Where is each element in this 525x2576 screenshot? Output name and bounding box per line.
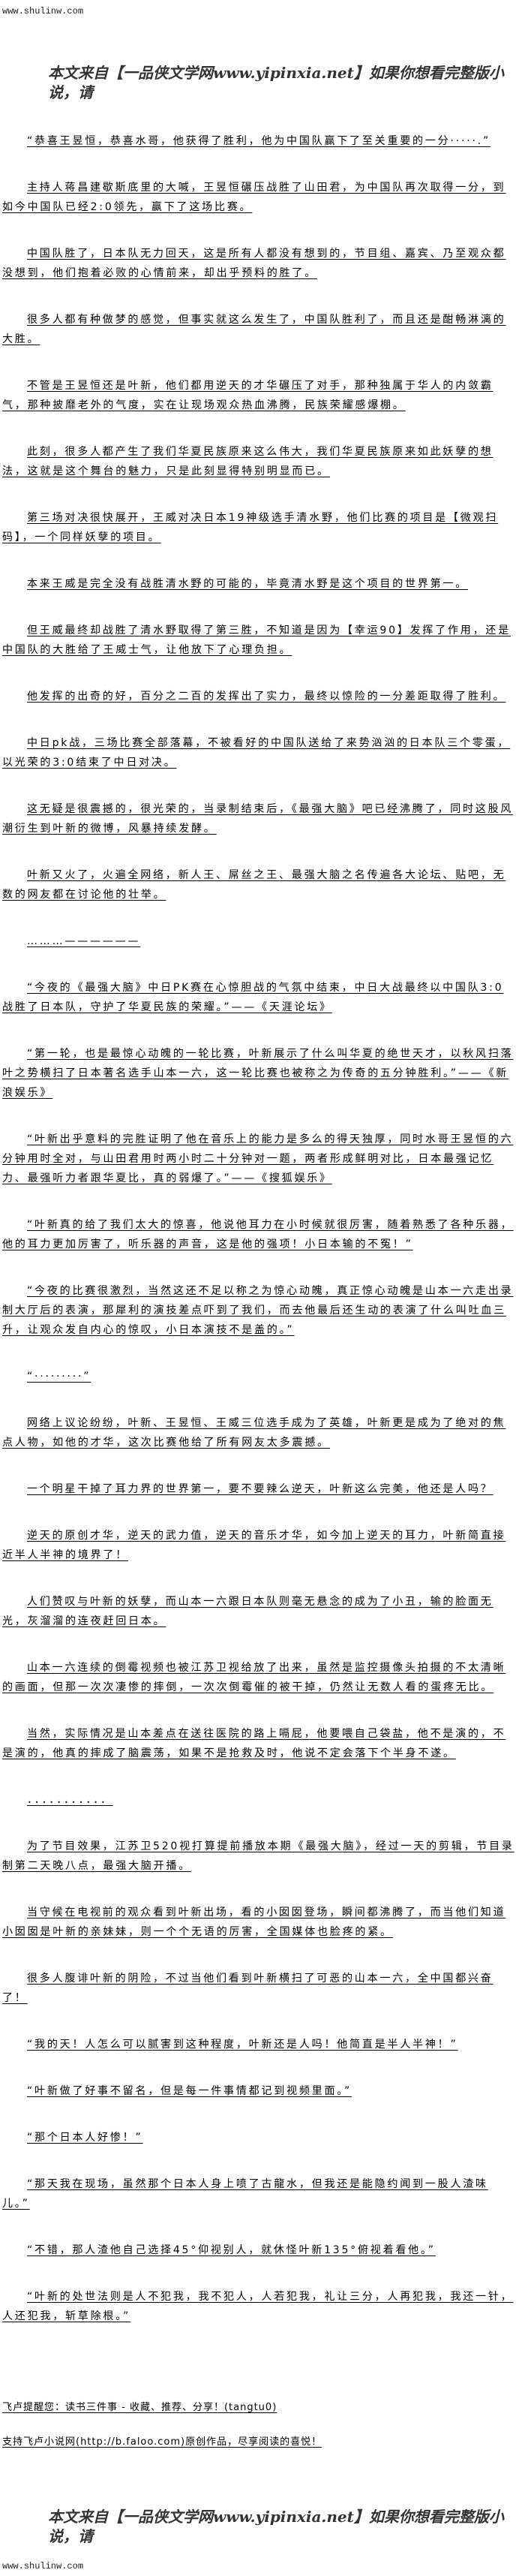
paragraph: 中国队胜了，日本队无力回天，这是所有人都没有想到的，节目组、嘉宾、乃至观众都没想… [2, 248, 506, 279]
paragraph: 很多人腹诽叶新的阴险，不过当他们看到叶新横扫了可恶的山本一六，全中国都兴奋了！ [2, 1973, 494, 2004]
paragraph: ．．．．．．．．．．． [27, 1794, 113, 1806]
paragraph: “今夜的《最强大脑》中日PK赛在心惊胆战的气氛中结束，中日大战最终以中国队3:0… [2, 982, 504, 1013]
paragraph: “叶新真的给了我们太大的惊喜，他说他耳力在小时候就很厉害，随着熟悉了各种乐器，他… [2, 1219, 514, 1250]
support-link[interactable]: 支持飞卢小说网(http://b.faloo.com)原创作品，尽享阅读的喜悦！ [2, 2436, 322, 2448]
paragraph: “今夜的比赛很激烈，当然这还不足以称之为惊心动魄，真正惊心动魄是山本一六走出录制… [2, 1285, 514, 1336]
paragraph: 但王威最终却战胜了清水野取得了第三胜，不知道是因为【幸运90】发挥了作用，还是中… [2, 624, 512, 656]
paragraph: “叶新做了好事不留名，但是每一件事情都记到视频里面。” [27, 2085, 352, 2097]
paragraph: 为了节目效果，江苏卫520视打算提前播放本期《最强大脑》，经过一天的剪辑，节目录… [2, 1840, 514, 1872]
paragraph: 第三场对决很快展开，王威对决日本19神级选手清水野，他们比赛的项目是【微观扫码】… [2, 512, 499, 543]
paragraph: 很多人都有种做梦的感觉，但事实就这么发生了，中国队胜利了，而且还是酣畅淋漓的大胜… [2, 314, 506, 345]
paragraph: “恭喜王昱恒，恭喜水哥，他获得了胜利，他为中国队赢下了至关重要的一分·····.… [27, 135, 491, 147]
site-url-top[interactable]: www.shulinw.com [2, 6, 84, 17]
paragraph: 他发挥的出奇的好，百分之二百的发挥出了实力，最终以惊险的一分差距取得了胜利。 [27, 691, 506, 703]
source-banner-top: 本文来自【一品侠文学网www.yipinxia.net】如果你想看完整版小说，请 [48, 64, 504, 101]
paragraph: 这无疑是很震撼的，很光荣的，当录制结束后，《最强大脑》吧已经沸腾了，同时这股风潮… [2, 803, 514, 835]
paragraph: 逆天的原创才华，逆天的武力值，逆天的音乐才华，如今加上逆天的耳力，叶新简直接近半… [2, 1530, 506, 1561]
paragraph: 叶新又火了，火遍全网络，新人王、屌丝之王、最强大脑之名传遍各大论坛、贴吧，无数的… [2, 869, 506, 901]
paragraph: 不管是王昱恒还是叶新，他们都用逆天的才华碾压了对手，那种独属于华人的内敛霸气，那… [2, 380, 494, 411]
source-banner-bottom: 本文来自【一品侠文学网www.yipinxia.net】如果你想看完整版小说，请 [48, 2508, 504, 2545]
paragraph: 中日pk战，三场比赛全部落幕，不被看好的中国队送给了来势汹汹的日本队三个零蛋，以… [2, 737, 511, 769]
reminder-line: 飞卢提醒您：读书三件事 - 收藏、推荐、分享！(tangtu0) [2, 2402, 278, 2413]
paragraph: 本来王威是完全没有战胜清水野的可能的，毕竟清水野是这个项目的世界第一。 [27, 578, 468, 590]
site-url-bottom[interactable]: www.shulinw.com [2, 2561, 84, 2571]
paragraph: 此刻，很多人都产生了我们华夏民族原来这么伟大，我们华夏民族原来如此妖孽的想法，这… [2, 446, 494, 477]
paragraph: “不错，那人渣他自己选择45°仰视别人，就休怪叶新135°俯视着看他。” [27, 2244, 436, 2256]
paragraph: 人们赞叹与叶新的妖孽，而山本一六跟日本队则毫无悬念的成为了小丑，输的脸面无光，灰… [2, 1596, 494, 1627]
paragraph: 当守候在电视前的观众看到叶新出场，看的小囡囡登场，瞬间都沸腾了，而当他们知道小囡… [2, 1906, 506, 1938]
paragraph: “·········” [27, 1371, 92, 1383]
chapter-body: “恭喜王昱恒，恭喜水哥，他获得了胜利，他为中国队赢下了至关重要的一分·····.… [2, 131, 515, 2353]
paragraph: “叶新的处世法则是人不犯我，我不犯人，人若犯我，礼让三分，人再犯我，我还一针，人… [2, 2291, 514, 2322]
paragraph: 山本一六连续的倒霉视频也被江苏卫视给放了出来，虽然是监控摄像头拍摄的不太清晰的画… [2, 1662, 506, 1693]
paragraph: “那天我在现场，虽然那个日本人身上喷了古龍水，但我还是能隐约闻到一股人渣味儿。” [2, 2178, 488, 2210]
paragraph: “叶新出乎意料的完胜证明了他在音乐上的能力是多么的得天独厚，同时水哥王昱恒的六分… [2, 1133, 514, 1184]
paragraph: 一个明星干掉了耳力界的世界第一，要不要辣么逆天，叶新这么完美，他还是人吗？ [27, 1483, 494, 1495]
paragraph: ………—————— [27, 935, 141, 947]
paragraph: 主持人蒋昌建歇斯底里的大喊，王昱恒碾压战胜了山田君，为中国队再次取得一分，到如今… [2, 182, 506, 213]
paragraph: “那个日本人好惨！” [27, 2132, 143, 2144]
paragraph: “第一轮，也是最惊心动魄的一轮比赛，叶新展示了什么叫华夏的绝世天才，以秋风扫落叶… [2, 1048, 514, 1099]
paragraph: 网络上议论纷纷，叶新、王昱恒、王威三位选手成为了英雄，叶新更是成为了绝对的焦点人… [2, 1417, 506, 1449]
paragraph: 当然，实际情况是山本差点在送往医院的路上嗝屁，他要喂自己袋盐，他不是演的，不是演… [2, 1728, 506, 1759]
paragraph: “我的天！人怎么可以腻害到这种程度，叶新还是人吗！他简直是半人半神！” [27, 2039, 458, 2051]
